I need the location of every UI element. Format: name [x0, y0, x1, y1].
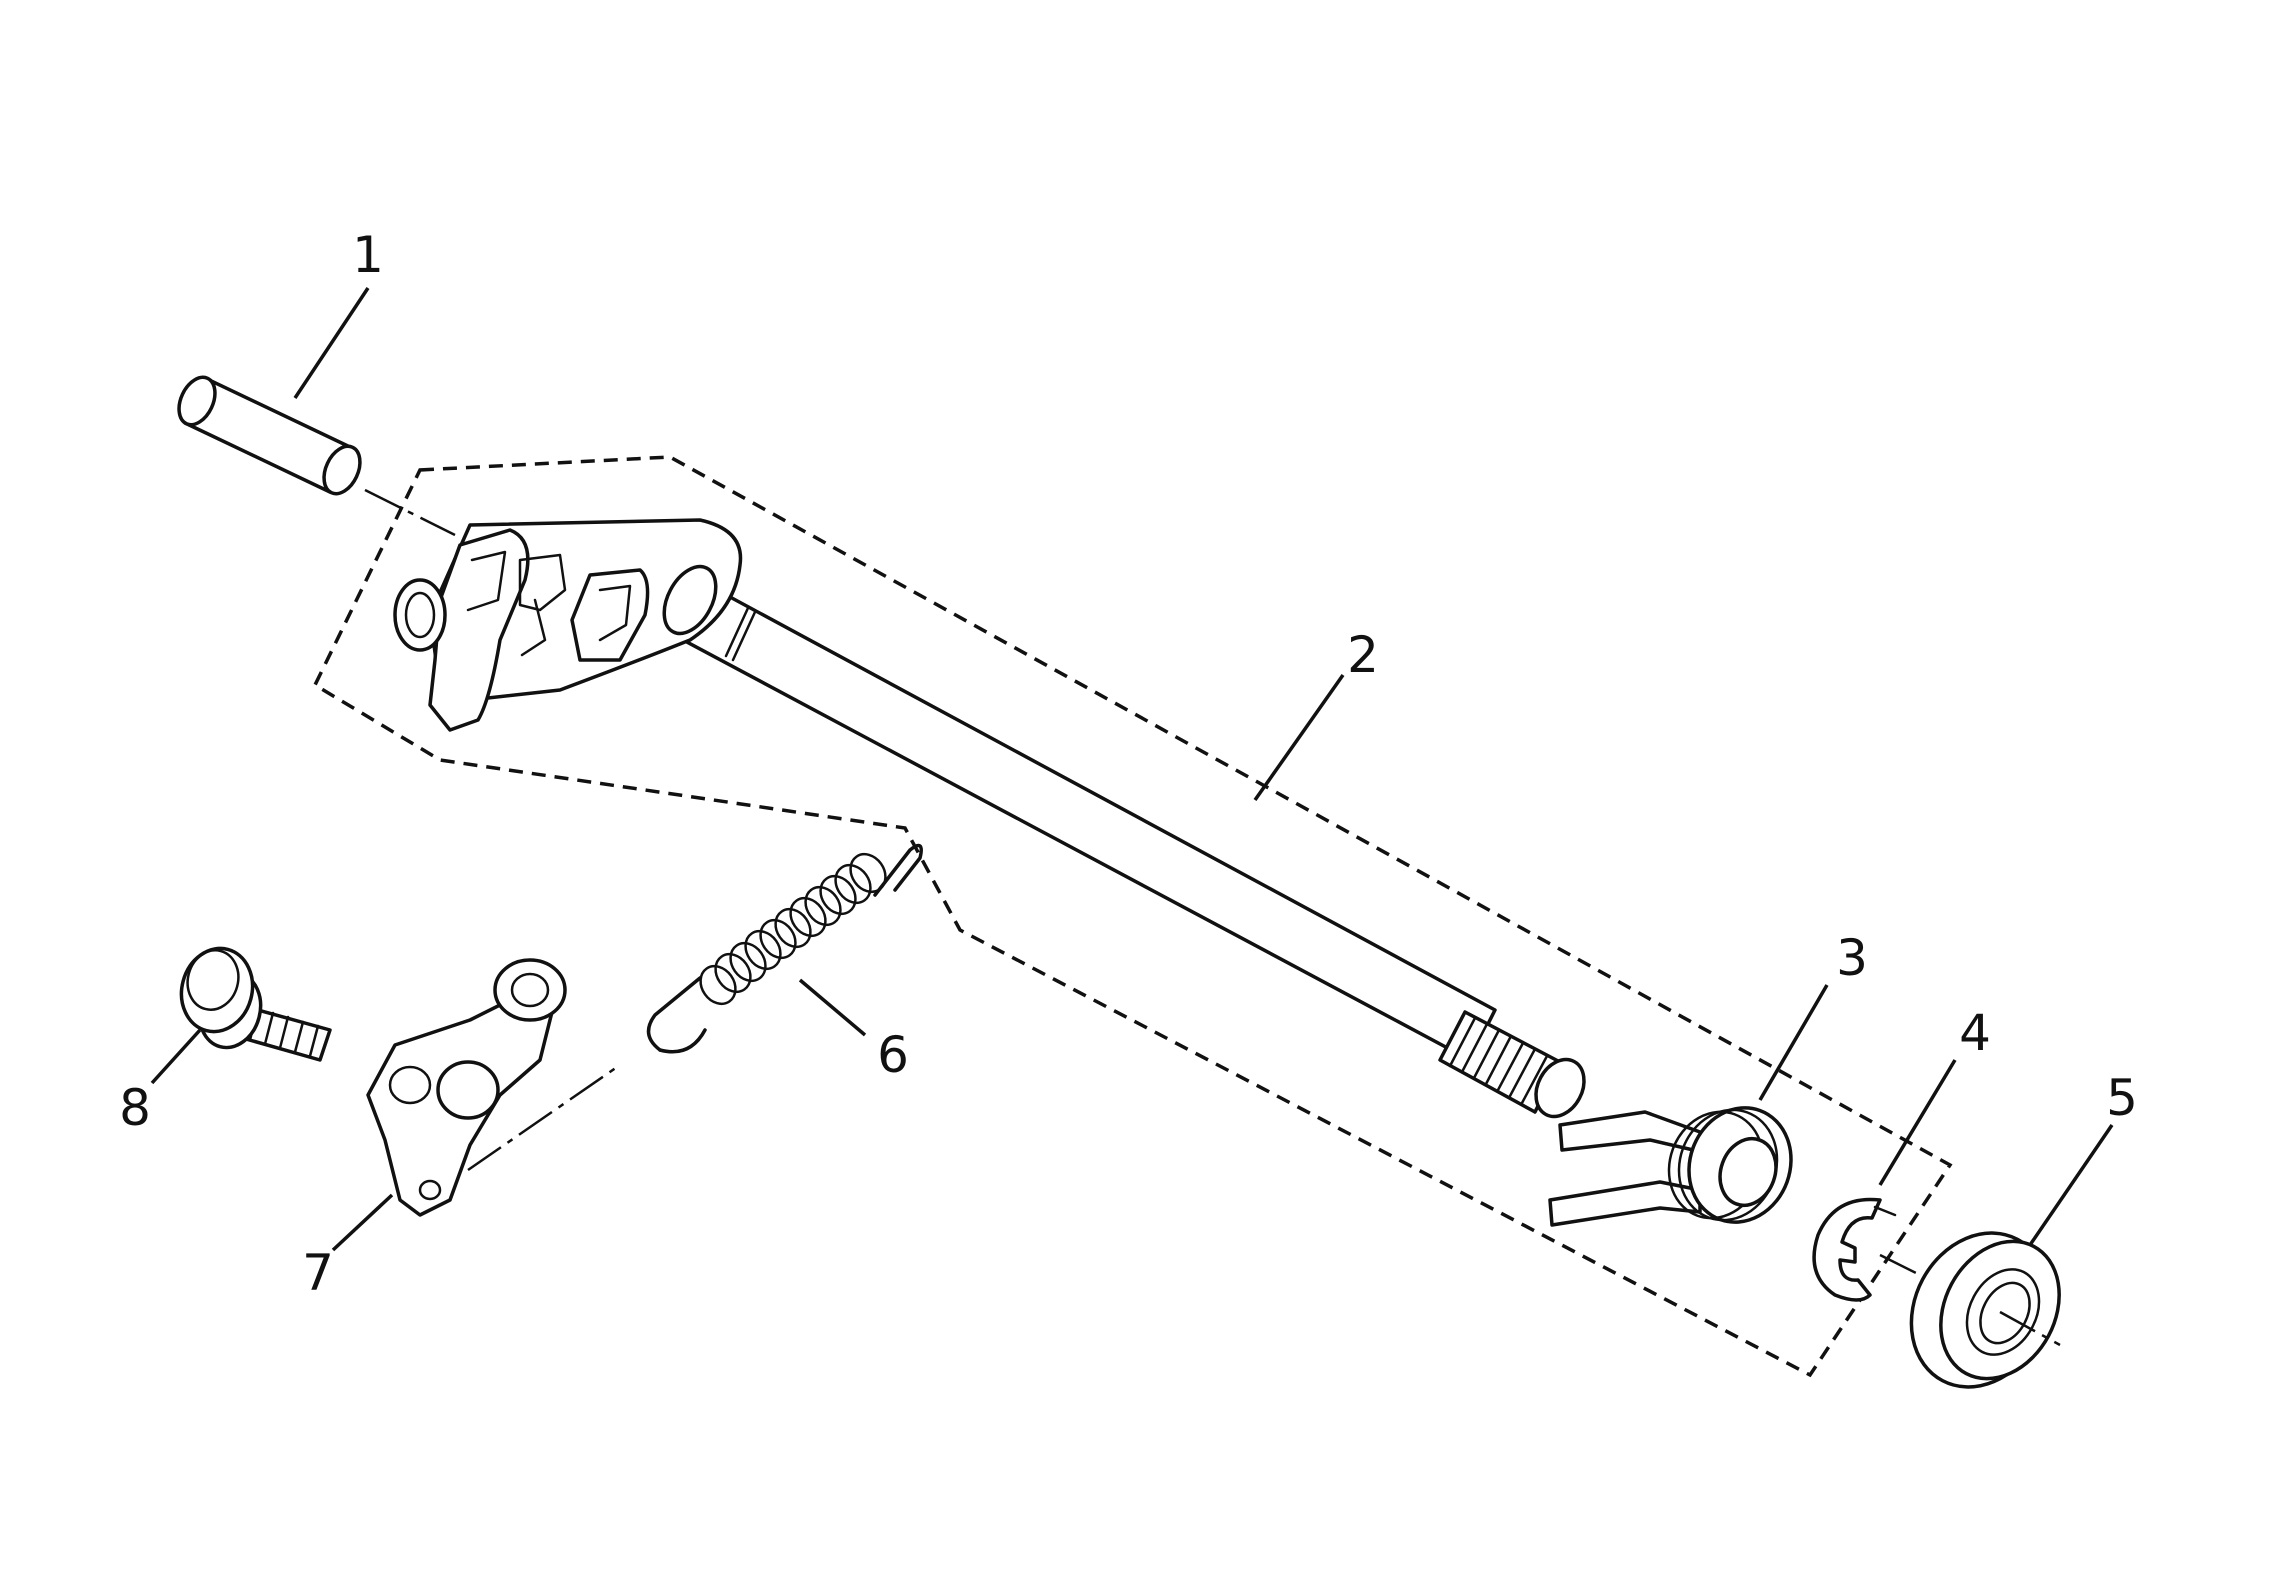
- callout-1: 1: [352, 226, 384, 284]
- leader-2: [1253, 673, 1345, 802]
- callout-2: 2: [1347, 626, 1379, 684]
- leader-1: [293, 287, 370, 399]
- callout-4: 4: [1959, 1004, 1991, 1062]
- leader-8: [150, 1028, 202, 1085]
- part-3-torsion-spring: [1548, 1106, 1793, 1227]
- leader-6: [798, 978, 867, 1037]
- spline-ridges: [1448, 1016, 1549, 1105]
- part-8-bolt: [179, 946, 332, 1062]
- spring-coils: [699, 852, 887, 1006]
- part-4-e-clip: [1812, 1197, 1897, 1302]
- seal-axis-line: [1999, 1310, 2061, 1347]
- part-6-tension-spring: [646, 843, 923, 1054]
- eclip-axis-line: [1879, 1253, 1921, 1277]
- callout-6: 6: [877, 1026, 909, 1084]
- leader-5: [2028, 1124, 2114, 1246]
- callout-7: 7: [302, 1244, 334, 1302]
- pin-axis-line: [364, 488, 456, 537]
- callout-5: 5: [2106, 1069, 2138, 1127]
- assembly-boundary: [312, 455, 1953, 1378]
- callout-3: 3: [1836, 929, 1868, 987]
- callout-8: 8: [119, 1079, 151, 1137]
- part-7-stopper-arm: [366, 958, 567, 1217]
- part-5-oil-seal: [1909, 1231, 2061, 1389]
- leader-7: [331, 1193, 394, 1252]
- part-1-pin: [177, 375, 362, 496]
- leader-4: [1878, 1059, 1957, 1186]
- leader-3: [1758, 984, 1829, 1101]
- part-2-shift-shaft: [393, 518, 1586, 1119]
- spring-axis-line: [467, 1063, 621, 1172]
